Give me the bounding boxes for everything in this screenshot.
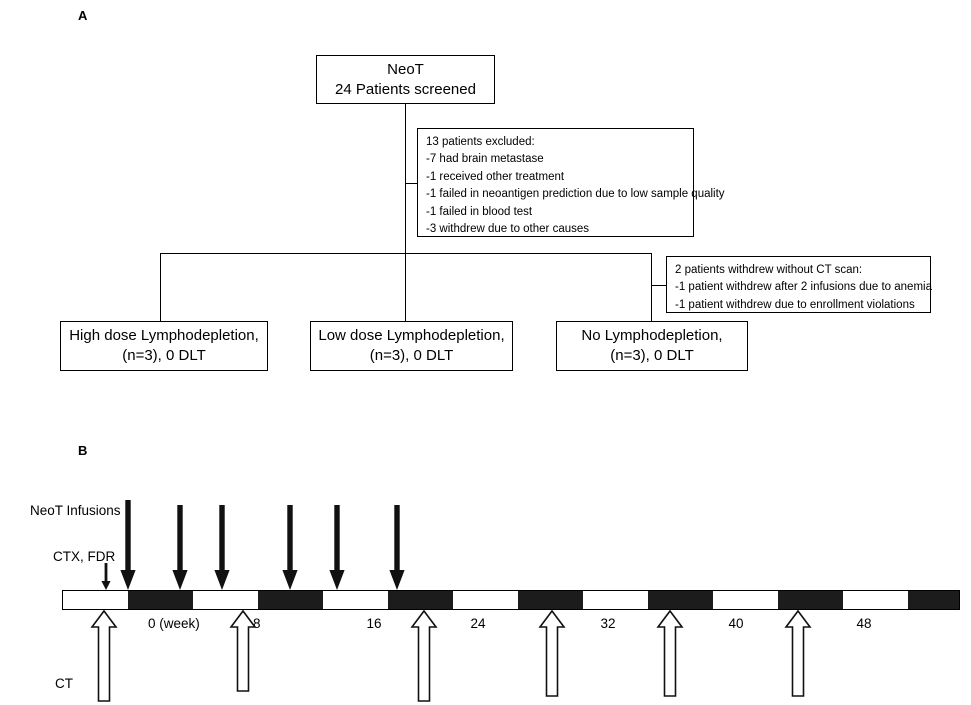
excluded-line-6: -3 withdrew due to other causes (426, 223, 590, 236)
neot-infusion-arrow-2 (172, 505, 188, 590)
ct-scan-arrow-5 (656, 609, 684, 697)
tick-label-16: 16 (366, 616, 382, 631)
excluded-note-box: 13 patients excluded: -7 had brain metas… (417, 128, 725, 237)
excluded-line-4: -1 failed in neoantigen prediction due t… (426, 188, 725, 201)
tick-label-24: 24 (470, 616, 486, 631)
arm-3-line1: No Lymphodepletion, (581, 327, 723, 345)
arm-box-low-dose: Low dose Lymphodepletion, (n=3), 0 DLT (310, 321, 513, 371)
timeline-segment-3 (193, 591, 258, 609)
arm-3-line2: (n=3), 0 DLT (610, 347, 694, 364)
tick-label-40: 40 (728, 616, 744, 631)
label-ctx-fdr: CTX, FDR (53, 549, 116, 564)
arm-1-line2: (n=3), 0 DLT (122, 347, 206, 364)
connector-trunk-vertical (405, 104, 407, 254)
excluded-line-2: -7 had brain metastase (426, 153, 544, 166)
tick-label-0: 0 (week) (148, 616, 200, 631)
arm-box-high-dose: High dose Lymphodepletion, (n=3), 0 DLT (60, 321, 268, 371)
arm-2-line2: (n=3), 0 DLT (369, 347, 454, 364)
connector-to-withdrew-box (651, 285, 667, 287)
ct-scan-arrow-6 (784, 609, 812, 697)
timeline-segment-8 (518, 591, 583, 609)
connector-drop-arm-2 (405, 253, 407, 321)
neot-infusion-arrow-3 (214, 505, 230, 590)
excluded-line-5: -1 failed in blood test (426, 205, 533, 218)
connector-to-excluded-box (405, 183, 418, 185)
screened-box: NeoT 24 Patients screened (316, 55, 495, 104)
connector-drop-arm-3 (651, 253, 653, 321)
arm-1-line1: High dose Lymphodepletion, (69, 327, 259, 345)
ct-scan-arrow-2 (229, 609, 257, 692)
label-neot-infusions: NeoT Infusions (30, 503, 121, 518)
timeline-segment-4 (258, 591, 323, 609)
timeline-segment-7 (453, 591, 518, 609)
ctx-fdr-arrow (101, 563, 111, 590)
timeline-segment-9 (583, 591, 648, 609)
timeline-segment-12 (778, 591, 843, 609)
withdrew-note-box: 2 patients withdrew without CT scan: -1 … (666, 256, 932, 313)
neot-infusion-arrow-1 (120, 500, 136, 590)
screened-box-line2: 24 Patients screened (335, 80, 476, 98)
tick-label-32: 32 (600, 616, 616, 631)
timeline-segment-14 (908, 591, 959, 609)
panel-label-b: B (78, 443, 88, 458)
withdrew-line-1: 2 patients withdrew without CT scan: (675, 264, 863, 276)
timeline-segment-5 (323, 591, 388, 609)
screened-box-line1: NeoT (387, 60, 424, 78)
label-ct: CT (55, 676, 73, 691)
ct-scan-arrow-1 (90, 609, 118, 702)
timeline-segment-6 (388, 591, 453, 609)
timeline-segment-13 (843, 591, 908, 609)
connector-drop-arm-1 (160, 253, 162, 321)
neot-infusion-arrow-6 (389, 505, 405, 590)
withdrew-line-3: -1 patient withdrew due to enrollment vi… (675, 298, 915, 311)
timeline-segment-11 (713, 591, 778, 609)
timeline-segment-10 (648, 591, 713, 609)
arm-box-no-lymphodepletion: No Lymphodepletion, (n=3), 0 DLT (556, 321, 748, 371)
neot-infusion-arrow-5 (329, 505, 345, 590)
excluded-line-3: -1 received other treatment (426, 170, 565, 183)
arm-2-line1: Low dose Lymphodepletion, (318, 327, 505, 345)
timeline-segment-1 (63, 591, 128, 609)
timeline-bar (62, 590, 960, 610)
tick-label-48: 48 (856, 616, 872, 631)
neot-infusion-arrow-4 (282, 505, 298, 590)
timeline-segment-2 (128, 591, 193, 609)
panel-label-a: A (78, 8, 88, 23)
excluded-line-1: 13 patients excluded: (426, 136, 535, 148)
withdrew-line-2: -1 patient withdrew after 2 infusions du… (675, 281, 932, 294)
ct-scan-arrow-4 (538, 609, 566, 697)
ct-scan-arrow-3 (410, 609, 438, 702)
tick-label-8: 8 (253, 616, 261, 631)
